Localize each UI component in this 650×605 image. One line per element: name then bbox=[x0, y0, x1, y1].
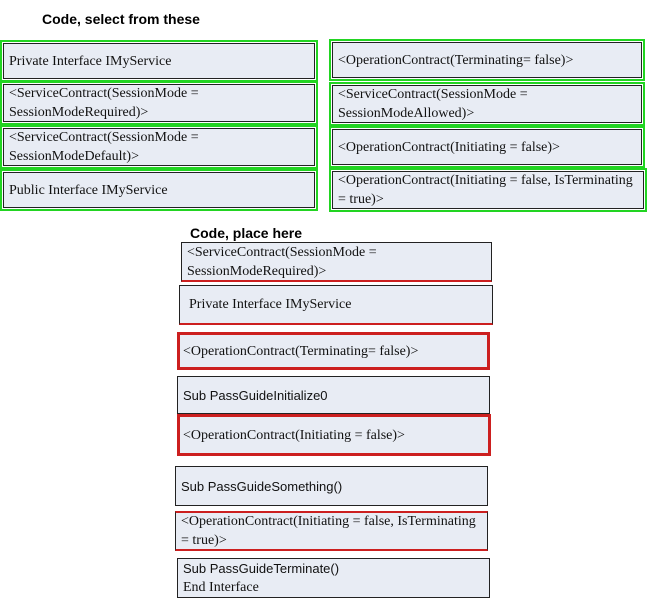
target-slot-label: Sub PassGuideTerminate() bbox=[183, 561, 340, 576]
source-item-label: Private Interface IMyService bbox=[9, 53, 172, 69]
target-slot-label: <ServiceContract(SessionMode = SessionMo… bbox=[187, 244, 377, 279]
target-slot-private-interface[interactable]: Private Interface IMyService bbox=[179, 285, 493, 325]
source-item-label: <OperationContract(Terminating= false)> bbox=[338, 52, 574, 68]
target-slot-label: Private Interface IMyService bbox=[189, 297, 352, 312]
source-item-label: <OperationContract(Initiating = false, I… bbox=[338, 173, 633, 207]
target-slot-label: Sub PassGuideInitialize0 bbox=[183, 387, 328, 403]
source-item-public-interface[interactable]: Public Interface IMyService bbox=[0, 169, 318, 211]
source-item-label: Public Interface IMyService bbox=[9, 182, 168, 198]
source-item-label: <ServiceContract(SessionMode = SessionMo… bbox=[338, 87, 528, 121]
source-item-label: <ServiceContract(SessionMode = SessionMo… bbox=[9, 86, 199, 120]
source-item-label: <OperationContract(Initiating = false)> bbox=[338, 139, 560, 155]
target-slot-operationcontract-terminating[interactable]: <OperationContract(Terminating= false)> bbox=[177, 332, 490, 370]
target-slot-label: <OperationContract(Initiating = false)> bbox=[183, 427, 405, 443]
source-item-servicecontract-required[interactable]: <ServiceContract(SessionMode = SessionMo… bbox=[0, 81, 318, 125]
target-slot-sub-terminate[interactable]: Sub PassGuideTerminate() End Interface bbox=[177, 558, 490, 598]
source-item-servicecontract-default[interactable]: <ServiceContract(SessionMode = SessionMo… bbox=[0, 125, 318, 169]
target-slot-label: <OperationContract(Initiating = false, I… bbox=[181, 514, 476, 548]
target-slot-servicecontract[interactable]: <ServiceContract(SessionMode = SessionMo… bbox=[181, 242, 492, 282]
target-slot-label: <OperationContract(Terminating= false)> bbox=[183, 343, 419, 359]
place-heading: Code, place here bbox=[190, 225, 303, 241]
source-item-operationcontract-initiating-terminating[interactable]: <OperationContract(Initiating = false, I… bbox=[329, 168, 647, 212]
source-item-label: <ServiceContract(SessionMode = SessionMo… bbox=[9, 130, 199, 164]
target-slot-sub-initialize[interactable]: Sub PassGuideInitialize0 bbox=[177, 376, 490, 414]
target-slot-label-end: End Interface bbox=[183, 580, 259, 595]
target-slot-sub-something[interactable]: Sub PassGuideSomething() bbox=[175, 466, 488, 506]
source-item-operationcontract-terminating[interactable]: <OperationContract(Terminating= false)> bbox=[329, 39, 645, 81]
source-item-private-interface[interactable]: Private Interface IMyService bbox=[0, 40, 318, 82]
select-heading: Code, select from these bbox=[42, 11, 200, 27]
target-slot-operationcontract-initiating[interactable]: <OperationContract(Initiating = false)> bbox=[177, 414, 491, 456]
target-slot-operationcontract-initiating-terminating[interactable]: <OperationContract(Initiating = false, I… bbox=[175, 511, 488, 551]
source-item-operationcontract-initiating[interactable]: <OperationContract(Initiating = false)> bbox=[329, 126, 645, 168]
source-item-servicecontract-allowed[interactable]: <ServiceContract(SessionMode = SessionMo… bbox=[329, 82, 645, 126]
target-slot-label: Sub PassGuideSomething() bbox=[181, 478, 343, 494]
